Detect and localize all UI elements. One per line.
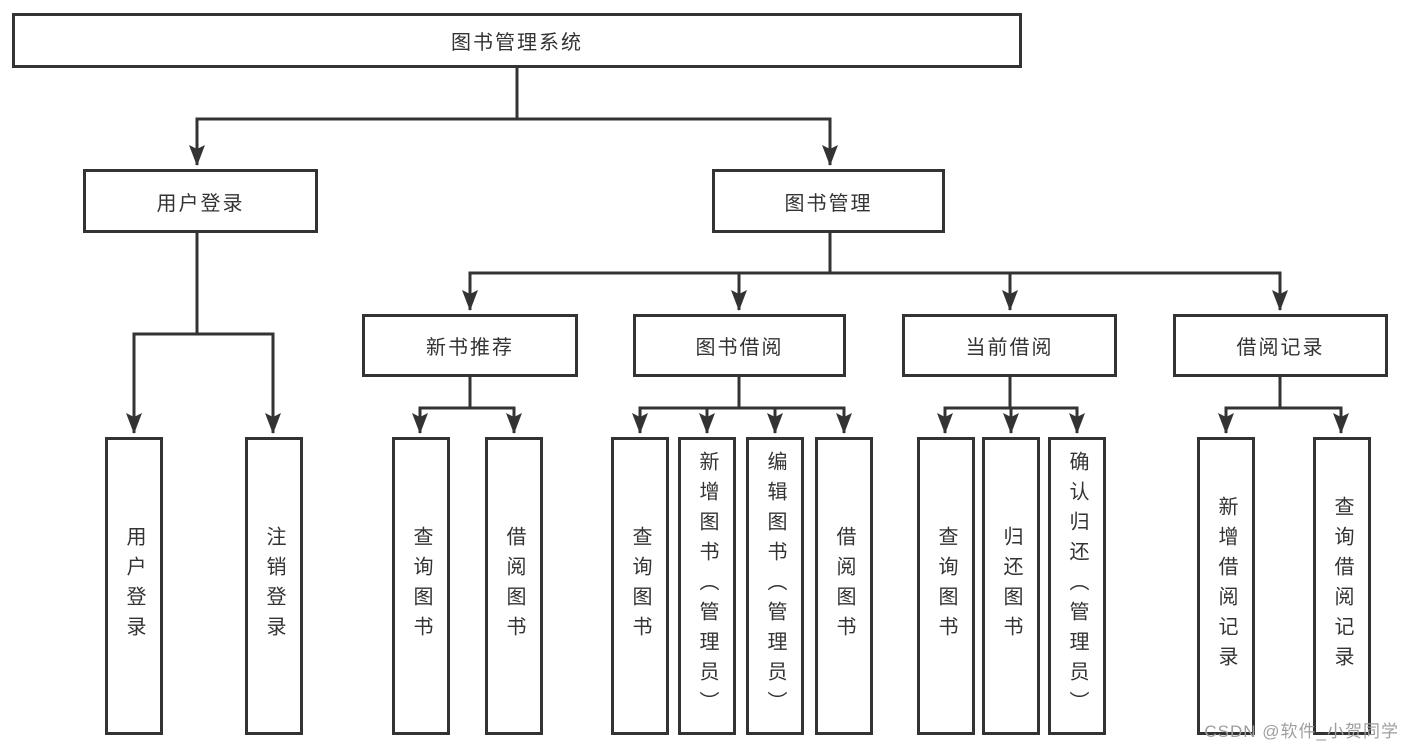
node-library-management-system: 图书管理系统: [12, 13, 1022, 68]
leaf-newbooks-borrow-books: 借阅图书: [485, 437, 543, 735]
node-label: 图书管理: [784, 192, 873, 215]
node-book-management-module: 图书管理: [712, 169, 945, 233]
node-label: 注销登录: [263, 526, 285, 646]
leaf-current-return-books: 归还图书: [982, 437, 1040, 735]
connector-root-userlogin: [189, 68, 519, 166]
leaf-borrowing-borrow-books: 借阅图书: [815, 437, 873, 735]
leaf-records-query-borrow-record: 查询借阅记录: [1313, 437, 1371, 735]
connector-records-query: [1278, 377, 1349, 434]
connector-root-bookmgmt: [515, 68, 838, 166]
connector-bookmgmt-borrow: [731, 233, 832, 311]
node-current-borrowing: 当前借阅: [902, 314, 1117, 377]
node-label: 查询图书: [410, 526, 432, 646]
node-label: 用户登录: [123, 526, 145, 646]
node-book-borrowing: 图书借阅: [633, 314, 846, 377]
connector-borrow-borrow: [737, 377, 852, 434]
connector-newbooks-borrow: [468, 377, 522, 434]
leaf-borrowing-add-books-admin: 新增图书（管理员）: [678, 437, 736, 735]
node-borrowing-records: 借阅记录: [1173, 314, 1388, 377]
connector-bookmgmt-records: [828, 233, 1288, 311]
connector-newbooks-query: [412, 377, 472, 434]
leaf-current-confirm-return-admin: 确认归还（管理员）: [1048, 437, 1106, 735]
node-label: 新增借阅记录: [1215, 496, 1237, 676]
connector-current-confirm: [1008, 377, 1085, 434]
node-label: 新书推荐: [426, 337, 514, 359]
node-label: 用户登录: [156, 192, 245, 215]
node-label: 图书管理系统: [451, 32, 583, 54]
node-label: 借阅记录: [1236, 337, 1325, 359]
node-label: 借阅图书: [503, 526, 525, 646]
node-user-login-module: 用户登录: [83, 169, 318, 233]
node-label: 归还图书: [1000, 526, 1022, 646]
node-label: 查询借阅记录: [1331, 496, 1353, 676]
node-label: 当前借阅: [965, 337, 1054, 359]
connector-userlogin-login: [126, 233, 199, 434]
leaf-user-login: 用户登录: [105, 437, 163, 735]
leaf-logout: 注销登录: [245, 437, 303, 735]
node-label: 图书借阅: [695, 337, 784, 359]
connector-userlogin-logout: [195, 233, 281, 434]
connector-borrow-edit: [737, 377, 783, 434]
connector-records-add: [1218, 377, 1282, 434]
leaf-current-query-books: 查询图书: [917, 437, 975, 735]
leaf-borrowing-query-books: 查询图书: [611, 437, 669, 735]
connector-borrow-query: [632, 377, 741, 434]
node-new-book-recommendation: 新书推荐: [362, 314, 578, 377]
csdn-watermark: CSDN @软件_小贺同学: [1204, 722, 1399, 741]
leaf-records-add-borrow-record: 新增借阅记录: [1197, 437, 1255, 735]
leaf-borrowing-edit-books-admin: 编辑图书（管理员）: [746, 437, 804, 735]
node-label: 编辑图书（管理员）: [764, 451, 786, 721]
node-label: 查询图书: [629, 526, 651, 646]
node-label: 新增图书（管理员）: [696, 451, 718, 721]
node-label: 借阅图书: [833, 526, 855, 646]
node-label: 确认归还（管理员）: [1066, 451, 1088, 721]
node-label: 查询图书: [935, 526, 957, 646]
leaf-newbooks-query-books: 查询图书: [392, 437, 450, 735]
connector-current-query: [937, 377, 1012, 434]
connector-borrow-add: [699, 377, 741, 434]
